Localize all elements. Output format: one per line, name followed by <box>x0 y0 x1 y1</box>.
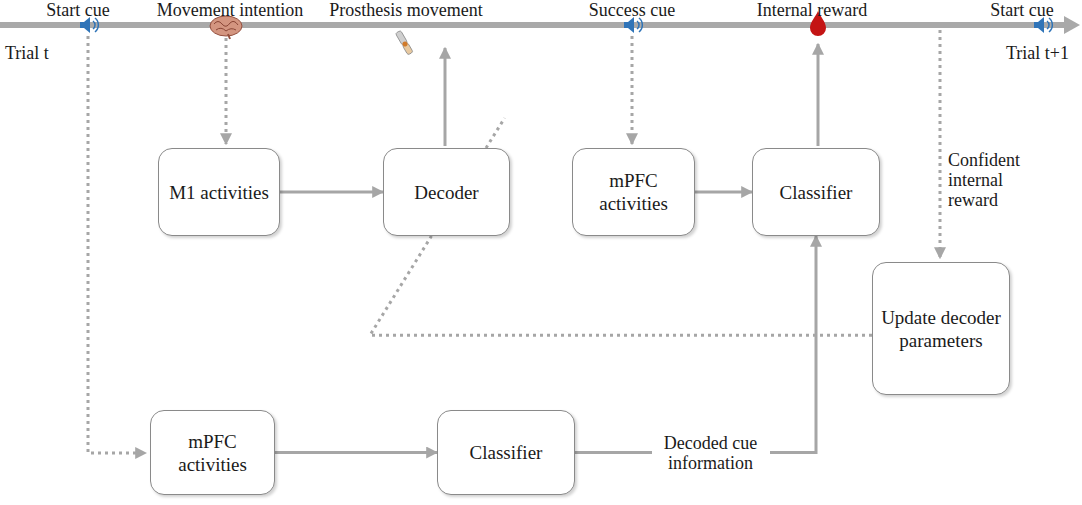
event-label: Movement intention <box>157 1 303 19</box>
box-text: Classifier <box>464 441 549 464</box>
success-leader-line <box>631 36 634 144</box>
trial-label: Trial t+1 <box>1006 44 1069 62</box>
flow-connector <box>275 451 437 454</box>
edge-label: Decoded cue information <box>652 433 770 473</box>
event-label: Prosthesis movement <box>329 1 483 19</box>
box-text: Decoder <box>408 181 484 204</box>
event-label: Success cue <box>589 1 675 19</box>
event-label: Start cue <box>990 1 1053 19</box>
box-text: mPFC activities <box>573 169 694 215</box>
speaker-icon <box>1034 17 1052 33</box>
reward-leader-line <box>939 30 942 258</box>
event-label: Internal reward <box>757 1 867 19</box>
output-arrow <box>444 48 447 146</box>
signal-box: mPFC activities <box>572 148 695 236</box>
intention-leader-line <box>225 38 228 144</box>
flow-connector <box>695 191 752 194</box>
prosthesis-icon <box>395 30 413 55</box>
update-box: Update decoder parameters <box>872 262 1010 395</box>
event-label: Start cue <box>46 1 109 19</box>
cue-leader-line <box>88 36 146 453</box>
signal-box: M1 activities <box>158 148 280 236</box>
speaker-icon <box>624 17 642 33</box>
trial-label: Trial t <box>5 44 49 62</box>
speaker-icon <box>80 17 98 33</box>
adjust-slash <box>486 118 505 148</box>
classifier-box: Classifier <box>437 410 575 495</box>
box-text: M1 activities <box>163 181 275 204</box>
flow-connector <box>370 236 872 335</box>
flow-connector <box>575 236 816 453</box>
decoder-box: Decoder <box>383 148 510 236</box>
box-text: Update decoder parameters <box>873 306 1009 352</box>
reward-arrow <box>817 44 820 146</box>
box-text: Classifier <box>774 181 859 204</box>
timeline-arrowhead <box>1064 16 1080 34</box>
classifier-box: Classifier <box>752 148 880 236</box>
brain-icon <box>210 16 242 39</box>
timeline-bar <box>0 22 1066 28</box>
note-label: Confident internal reward <box>948 150 1040 210</box>
flow-connector <box>280 191 383 194</box>
box-text: mPFC activities <box>151 430 274 476</box>
signal-box: mPFC activities <box>150 410 275 495</box>
